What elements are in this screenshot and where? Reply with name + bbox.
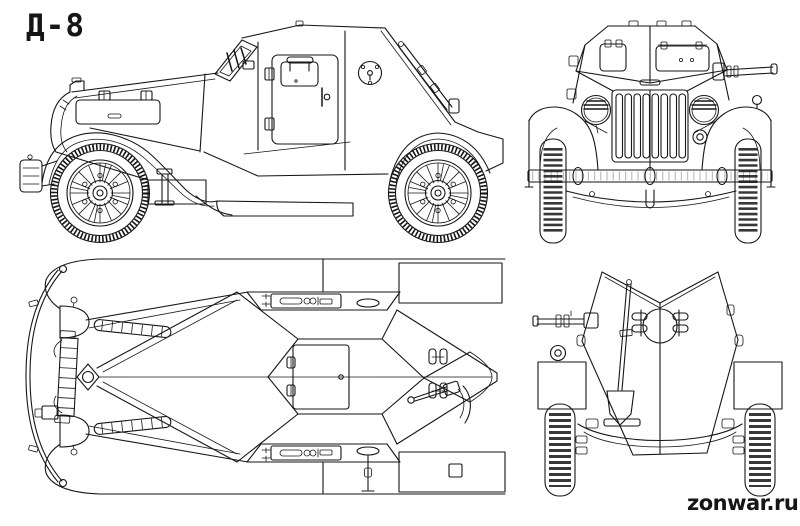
- chassis: [55, 151, 207, 206]
- headlight-right: [688, 94, 720, 134]
- plan-shelf-bottom: [246, 443, 401, 495]
- plan-hood: [96, 291, 493, 463]
- plan-view-drawing: [25, 258, 506, 495]
- hood: [50, 60, 255, 153]
- fenders: [41, 132, 491, 217]
- machine-gun-rear: [532, 310, 599, 329]
- radiator-cap-emblem: [76, 363, 100, 391]
- plan-outline: [34, 258, 506, 495]
- page-title: Д-8: [26, 8, 85, 44]
- machine-gun-front: [712, 62, 778, 81]
- plan-rear-fenders: [398, 262, 506, 493]
- rear-hull: [576, 271, 744, 456]
- plan-roof-and-hatch: [267, 338, 425, 415]
- rear-strut: [398, 41, 453, 111]
- front-bumper-bracket: [19, 154, 58, 193]
- front-bumper: [527, 166, 773, 186]
- hull-side: [199, 20, 504, 177]
- vision-porthole: [357, 60, 383, 86]
- rear-view-drawing: [532, 271, 783, 496]
- horn: [692, 129, 708, 145]
- plan-rear-gun-mount: [407, 348, 471, 424]
- shovel: [603, 279, 641, 427]
- plan-fender-diagonals: [85, 291, 249, 463]
- plan-rear-deck: [381, 309, 498, 445]
- rear-fender-boxes: [537, 344, 783, 410]
- plan-bumper: [25, 264, 68, 488]
- windshield-visor: [214, 39, 258, 82]
- rear-wheel: [389, 144, 488, 243]
- front-axle: [565, 189, 737, 209]
- plan-radiator: [54, 330, 79, 424]
- side-door: [264, 54, 339, 145]
- upper-armor: [566, 20, 730, 104]
- plan-shelf-top: [246, 258, 401, 311]
- front-wheel: [51, 144, 150, 243]
- radiator-grille: [575, 69, 728, 171]
- front-fenders: [524, 94, 776, 188]
- side-view-drawing: [19, 20, 504, 243]
- watermark-text: zonwar.ru: [687, 491, 799, 515]
- rear-hatch: [631, 308, 689, 344]
- front-view-drawing: [524, 20, 778, 243]
- headlight-left: [580, 94, 612, 134]
